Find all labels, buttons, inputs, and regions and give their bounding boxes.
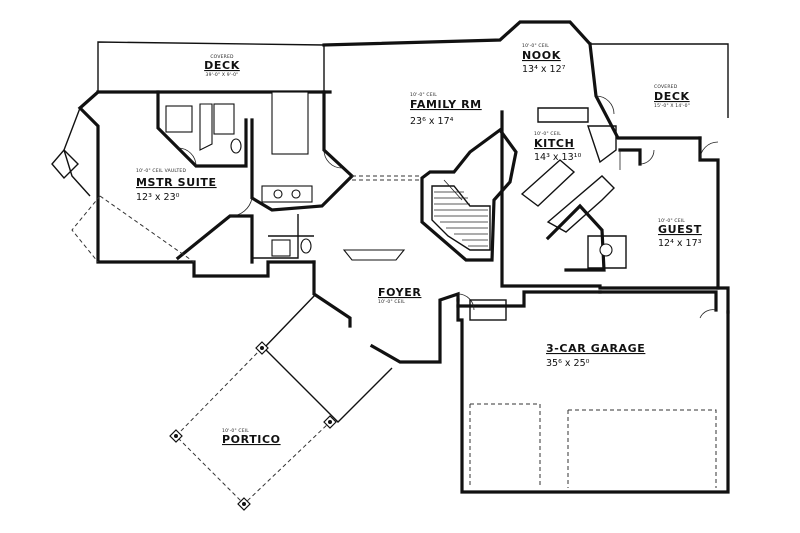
room-dim: 35⁶ x 25⁰ — [546, 358, 590, 369]
room-label-master: 10'-0" CEIL VAULTED MSTR SUITE 12³ x 23⁰ — [136, 168, 217, 203]
master-bay-line — [71, 195, 101, 263]
room-dim: 14³ x 13¹⁰ — [534, 152, 581, 163]
room-label-deck-right: COVERED DECK 15'-0" X 14'-0" — [654, 84, 690, 109]
room-label-kitchen: 10'-0" CEIL KITCH 14³ x 13¹⁰ — [534, 131, 581, 163]
room-note: 10'-0" CEIL VAULTED — [136, 168, 186, 174]
room-label-deck-left: COVERED DECK 39'-0" X 9'-0" — [204, 54, 240, 78]
column — [237, 497, 251, 511]
room-name: DECK — [654, 90, 690, 103]
door-swings — [177, 95, 719, 319]
room-name: FAMILY RM — [410, 98, 482, 111]
room-name: GUEST — [658, 223, 702, 236]
room-name: PORTICO — [222, 433, 281, 446]
room-note: 10'-0" CEIL — [410, 92, 437, 98]
room-name: DECK — [204, 59, 240, 72]
room-note: COVERED — [210, 54, 234, 60]
room-label-nook: 10'-0" CEIL NOOK 13⁴ x 12⁷ — [522, 43, 566, 75]
room-label-garage: 3-CAR GARAGE 35⁶ x 25⁰ — [546, 342, 645, 369]
room-name: MSTR SUITE — [136, 176, 217, 189]
room-label-foyer: FOYER 10'-0" CEIL — [378, 286, 421, 305]
room-note: 10'-0" CEIL — [378, 299, 405, 305]
master-ceiling-line — [99, 195, 195, 263]
garage-doors — [469, 299, 717, 488]
stairs — [420, 127, 518, 262]
room-dim: 12³ x 23⁰ — [136, 192, 180, 203]
room-label-portico: 10'-0" CEIL PORTICO — [222, 428, 281, 446]
room-name: FOYER — [378, 286, 421, 299]
portico — [169, 293, 393, 511]
room-note: 10'-0" CEIL — [658, 218, 685, 224]
room-dim: 12⁴ x 17³ — [658, 238, 702, 249]
room-name: 3-CAR GARAGE — [546, 342, 645, 355]
room-label-family: 10'-0" CEIL FAMILY RM 23⁶ x 17⁴ — [410, 92, 482, 127]
column — [323, 415, 337, 429]
room-note: 10'-0" CEIL — [522, 43, 549, 49]
room-name: KITCH — [534, 137, 574, 150]
room-dim: 23⁶ x 17⁴ — [410, 116, 454, 127]
room-name: NOOK — [522, 49, 561, 62]
room-note: 10'-0" CEIL — [534, 131, 561, 137]
room-dim: 13⁴ x 12⁷ — [522, 64, 566, 75]
room-dim: 39'-0" X 9'-0" — [206, 72, 239, 78]
master-bath-fixtures — [165, 91, 313, 257]
room-label-guest: 10'-0" CEIL GUEST 12⁴ x 17³ — [658, 218, 702, 249]
room-dim: 15'-0" X 14'-0" — [654, 103, 690, 109]
room-note: COVERED — [654, 84, 678, 90]
foyer-table — [342, 249, 406, 261]
kitchen-counters — [520, 107, 655, 272]
column — [169, 429, 183, 443]
column — [255, 341, 269, 355]
room-note: 10'-0" CEIL — [222, 428, 249, 434]
